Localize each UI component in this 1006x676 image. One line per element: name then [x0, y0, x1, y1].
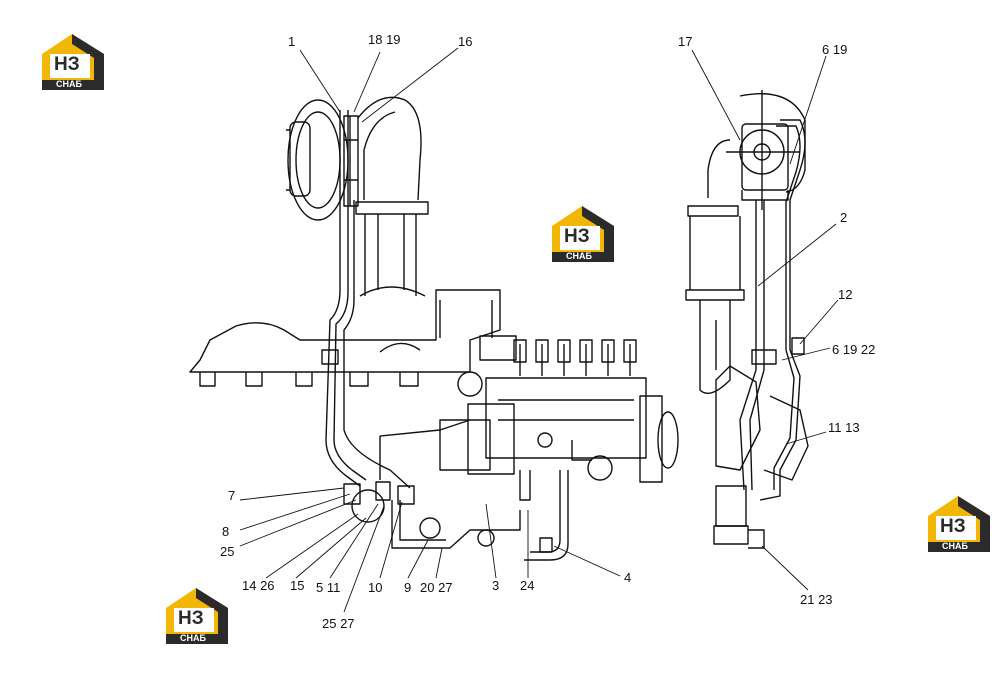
callout-6-19-22: 6 19 22 — [832, 342, 876, 357]
logo-caption-text: СНАБ — [180, 633, 206, 643]
callout-7: 7 — [228, 488, 236, 503]
callout-16: 16 — [458, 34, 473, 49]
turbocharger-left — [286, 96, 422, 221]
callout-25: 25 — [220, 544, 235, 559]
callout-1: 1 — [288, 34, 296, 49]
watermark-logo-bottom-left: НЗ СНАБ — [166, 586, 228, 644]
watermark-logo-top-left: НЗ СНАБ — [42, 32, 104, 90]
callout-20-27: 20 27 — [420, 580, 453, 595]
callout-10: 10 — [368, 580, 383, 595]
logo-caption-text: СНАБ — [942, 541, 968, 551]
injection-pump — [439, 335, 679, 483]
callout-8: 8 — [222, 524, 230, 539]
logo-badge-text: НЗ — [54, 54, 80, 75]
watermark-logo-center: НЗ СНАБ — [552, 204, 614, 262]
house-logo-icon — [552, 206, 614, 262]
logo-caption-text: СНАБ — [56, 79, 82, 89]
exhaust-manifold-left — [189, 289, 501, 387]
callout-2: 2 — [840, 210, 848, 225]
logo-badge-text: НЗ — [564, 226, 590, 247]
callout-25-27: 25 27 — [322, 616, 355, 631]
callout-12: 12 — [838, 287, 853, 302]
bracket-and-lines-left — [343, 419, 569, 561]
callout-15: 15 — [290, 578, 305, 593]
house-logo-icon — [166, 588, 228, 644]
callout-6-19-top: 6 19 — [822, 42, 848, 57]
exhaust-pipe-left — [355, 201, 429, 297]
callout-5-11: 5 11 — [316, 580, 341, 595]
callout-14-26: 14 26 — [242, 578, 275, 593]
oil-lines-right — [739, 119, 806, 501]
logo-badge-text: НЗ — [178, 608, 204, 629]
exhaust-elbow-right — [685, 205, 745, 394]
turbocharger-right — [707, 90, 806, 210]
logo-caption-text: СНАБ — [566, 251, 592, 261]
callout-3: 3 — [492, 578, 500, 593]
callout-4: 4 — [624, 570, 632, 585]
pump-side-right — [713, 337, 809, 549]
callout-24: 24 — [520, 578, 535, 593]
oil-lines-left — [321, 110, 411, 489]
house-logo-icon — [928, 496, 990, 552]
leader-lines — [239, 47, 839, 613]
house-logo-icon — [42, 34, 104, 90]
callout-18-19: 18 19 — [368, 32, 401, 47]
logo-badge-text: НЗ — [940, 516, 966, 537]
callout-21-23: 21 23 — [800, 592, 833, 607]
callout-11-13: 11 13 — [828, 420, 860, 435]
callout-17: 17 — [678, 34, 693, 49]
watermark-logo-right: НЗ СНАБ — [928, 494, 990, 552]
callout-9: 9 — [404, 580, 412, 595]
